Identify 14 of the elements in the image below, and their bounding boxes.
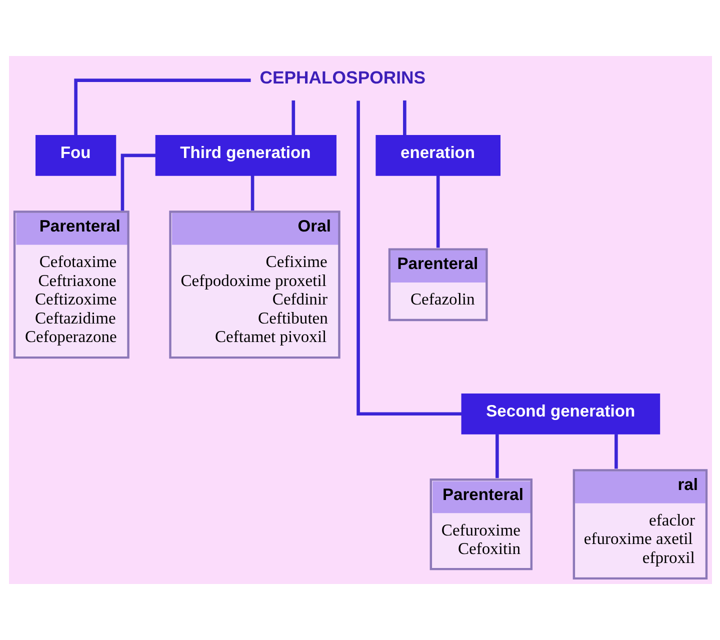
connector (250, 175, 254, 211)
connector (120, 154, 156, 211)
connector (614, 434, 618, 469)
connector (402, 100, 406, 136)
connector (356, 100, 462, 416)
connector (74, 78, 250, 136)
node-box: Fou (35, 135, 116, 176)
connector (436, 175, 440, 248)
node-box: Third generation (154, 135, 336, 176)
node-text: CEPHALOSPORINS (259, 67, 426, 88)
connector (291, 100, 295, 136)
node-box: Second generation (460, 393, 660, 434)
connector (495, 434, 498, 478)
node-box: eneration (375, 135, 500, 176)
